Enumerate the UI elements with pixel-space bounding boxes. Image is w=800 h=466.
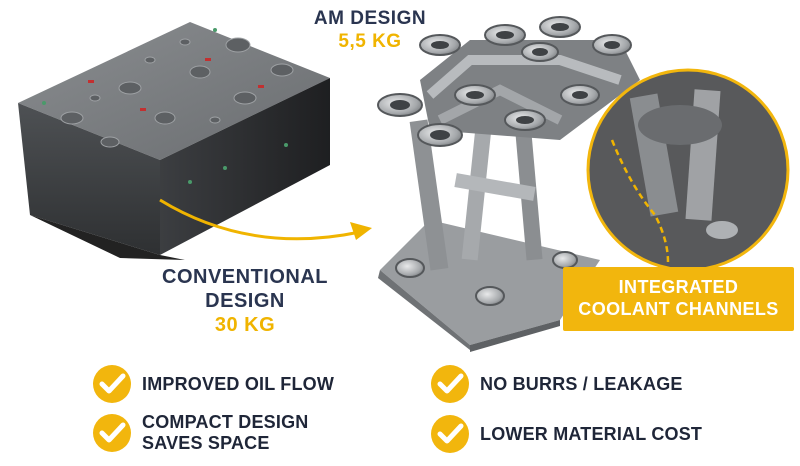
checkmark-icon bbox=[93, 413, 131, 452]
benefit-item: COMPACT DESIGN SAVES SPACE bbox=[92, 412, 308, 453]
callout-line2: COOLANT CHANNELS bbox=[578, 299, 779, 319]
benefit-text: IMPROVED OIL FLOW bbox=[142, 373, 335, 394]
checkmark-icon bbox=[93, 365, 131, 403]
checkmark-icon bbox=[431, 415, 469, 453]
benefit-text-line2: SAVES SPACE bbox=[142, 432, 270, 453]
conventional-design-title-line2: DESIGN bbox=[205, 290, 285, 312]
benefit-text: NO BURRS / LEAKAGE bbox=[480, 373, 683, 394]
conventional-design-title: CONVENTIONAL bbox=[162, 266, 328, 288]
benefit-text: COMPACT DESIGN bbox=[142, 412, 309, 432]
am-design-weight: 5,5 KG bbox=[338, 31, 402, 52]
am-design-title: AM DESIGN bbox=[313, 8, 427, 29]
conventional-design-weight: 30 KG bbox=[214, 314, 276, 336]
checkmark-icon bbox=[431, 365, 469, 403]
callout-line1: INTEGRATED bbox=[618, 277, 739, 298]
benefit-item: NO BURRS / LEAKAGE bbox=[430, 364, 683, 404]
benefit-item: LOWER MATERIAL COST bbox=[430, 414, 702, 454]
coolant-channels-callout: INTEGRATED COOLANT CHANNELS bbox=[563, 267, 794, 331]
benefit-item: IMPROVED OIL FLOW bbox=[92, 364, 334, 404]
benefit-text: LOWER MATERIAL COST bbox=[480, 423, 703, 444]
